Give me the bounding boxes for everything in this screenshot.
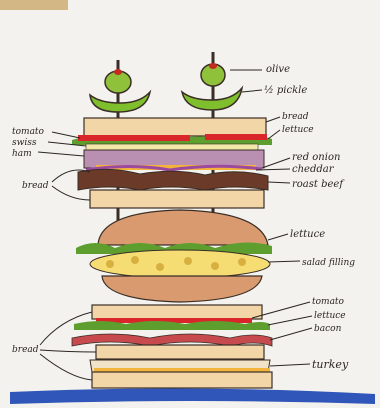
label-bacon: bacon bbox=[314, 324, 342, 334]
salad-chunk bbox=[131, 256, 139, 264]
leader-lettuce-low bbox=[268, 316, 312, 325]
label-lettuce-mid: lettuce bbox=[290, 229, 325, 240]
tomato-slice-right bbox=[205, 134, 267, 140]
pimento-left bbox=[114, 69, 122, 75]
label-tomato-left: tomato bbox=[12, 127, 45, 137]
olive-pickle-left bbox=[90, 69, 150, 112]
bun-top bbox=[98, 210, 268, 245]
lower-bread bbox=[92, 305, 262, 319]
leader-lettuce-top bbox=[268, 130, 280, 139]
middle-bread bbox=[90, 190, 264, 208]
tomato-slice bbox=[78, 135, 190, 141]
label-lettuce-low: lettuce bbox=[314, 311, 346, 321]
label-bread-low-left: bread bbox=[12, 345, 39, 355]
label-bread-left: bread bbox=[22, 181, 49, 191]
label-swiss-left: swiss bbox=[12, 138, 37, 148]
pickle-left bbox=[90, 92, 150, 112]
leader-ham bbox=[38, 152, 84, 156]
label-bread-top: bread bbox=[282, 112, 309, 122]
label-ham-left: ham bbox=[12, 149, 32, 159]
label-olive: olive bbox=[266, 64, 290, 75]
salad-chunk bbox=[106, 260, 114, 268]
label-tomato-low: tomato bbox=[312, 297, 345, 307]
bacon-strip bbox=[72, 334, 272, 346]
label-cheddar: cheddar bbox=[292, 164, 335, 175]
bun-bottom bbox=[102, 276, 262, 302]
corner-smudge bbox=[0, 0, 68, 10]
label-roast-beef: roast beef bbox=[292, 179, 345, 190]
leader-bacon bbox=[270, 328, 312, 340]
label-pickle: ½ pickle bbox=[264, 85, 307, 96]
bottom-bread bbox=[92, 372, 272, 388]
leader-salad bbox=[268, 261, 300, 262]
turkey-cheese bbox=[94, 368, 270, 372]
label-red-onion: red onion bbox=[292, 152, 340, 163]
pimento-right bbox=[209, 63, 217, 69]
leader-bread-top bbox=[266, 117, 280, 122]
leader-turkey bbox=[270, 364, 310, 366]
plate bbox=[10, 388, 375, 404]
lower-bread-2 bbox=[96, 345, 264, 359]
salad-chunk bbox=[238, 258, 246, 266]
top-bread bbox=[84, 118, 266, 136]
leader-red-onion bbox=[262, 158, 290, 168]
salad-chunk bbox=[211, 262, 219, 270]
leader-lettuce-mid bbox=[268, 234, 288, 240]
label-lettuce-top: lettuce bbox=[282, 125, 314, 135]
salad-chunk bbox=[156, 263, 164, 271]
label-salad-filling: salad filling bbox=[302, 258, 355, 268]
leader-pickle bbox=[242, 90, 262, 92]
leader-roast-beef bbox=[268, 182, 290, 183]
roast-beef bbox=[78, 169, 268, 190]
leader-tomato bbox=[52, 132, 80, 138]
swiss-slice bbox=[86, 144, 258, 150]
label-turkey: turkey bbox=[312, 358, 349, 371]
salad-chunk bbox=[184, 257, 192, 265]
